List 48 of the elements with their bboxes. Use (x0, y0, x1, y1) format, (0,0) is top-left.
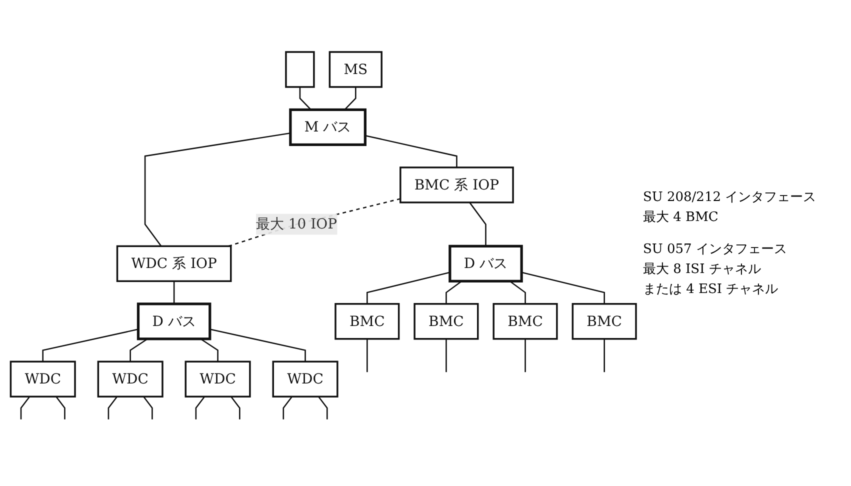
connector (524, 339, 526, 372)
connector (469, 202, 486, 246)
connector (604, 339, 605, 372)
connector (509, 280, 526, 304)
note-text: または 4 ESI チャネル (643, 281, 780, 298)
connector (56, 396, 66, 420)
node-box (328, 51, 382, 88)
note-text: 最大 4 BMC (643, 209, 720, 226)
node-box (400, 166, 514, 204)
connector (143, 396, 153, 420)
connector (195, 396, 206, 420)
note-text: SU 057 インタフェース (643, 241, 788, 258)
connector (365, 135, 458, 168)
note-text: 最大 8 ISI チャネル (643, 261, 762, 278)
connector (318, 396, 328, 420)
connector (521, 272, 605, 304)
block-diagram: 最大 10 IOP MS M バス BMC 系 IOP WDC 系 IOP D バス D バス BMC BMC BMC BMC WDC WDC WDC WDC (0, 45, 643, 441)
node-box (289, 108, 366, 146)
connector (228, 198, 401, 248)
connector (299, 87, 312, 111)
node-box (136, 302, 212, 341)
connector (173, 281, 175, 304)
connector (210, 328, 306, 362)
node-box (272, 361, 338, 398)
connector (144, 132, 291, 247)
note-text: SU 208/212 インタフェース (643, 189, 818, 206)
node-box (10, 361, 76, 398)
connector (446, 339, 447, 372)
connector (130, 338, 148, 362)
node-box (492, 303, 558, 340)
node-box (97, 361, 164, 398)
node-box (572, 303, 637, 340)
connector (366, 339, 368, 372)
connector (108, 396, 118, 420)
node-box (285, 51, 315, 88)
connector (200, 338, 218, 362)
connector (42, 328, 138, 362)
node-box (184, 361, 251, 398)
connector (282, 396, 293, 420)
node-box (414, 303, 479, 340)
connector (20, 396, 30, 420)
node-box (116, 246, 232, 282)
connector (344, 87, 356, 110)
connector (446, 280, 462, 304)
node-box (334, 303, 400, 340)
node-box (448, 245, 523, 283)
connector (230, 396, 240, 420)
connector (366, 272, 450, 304)
